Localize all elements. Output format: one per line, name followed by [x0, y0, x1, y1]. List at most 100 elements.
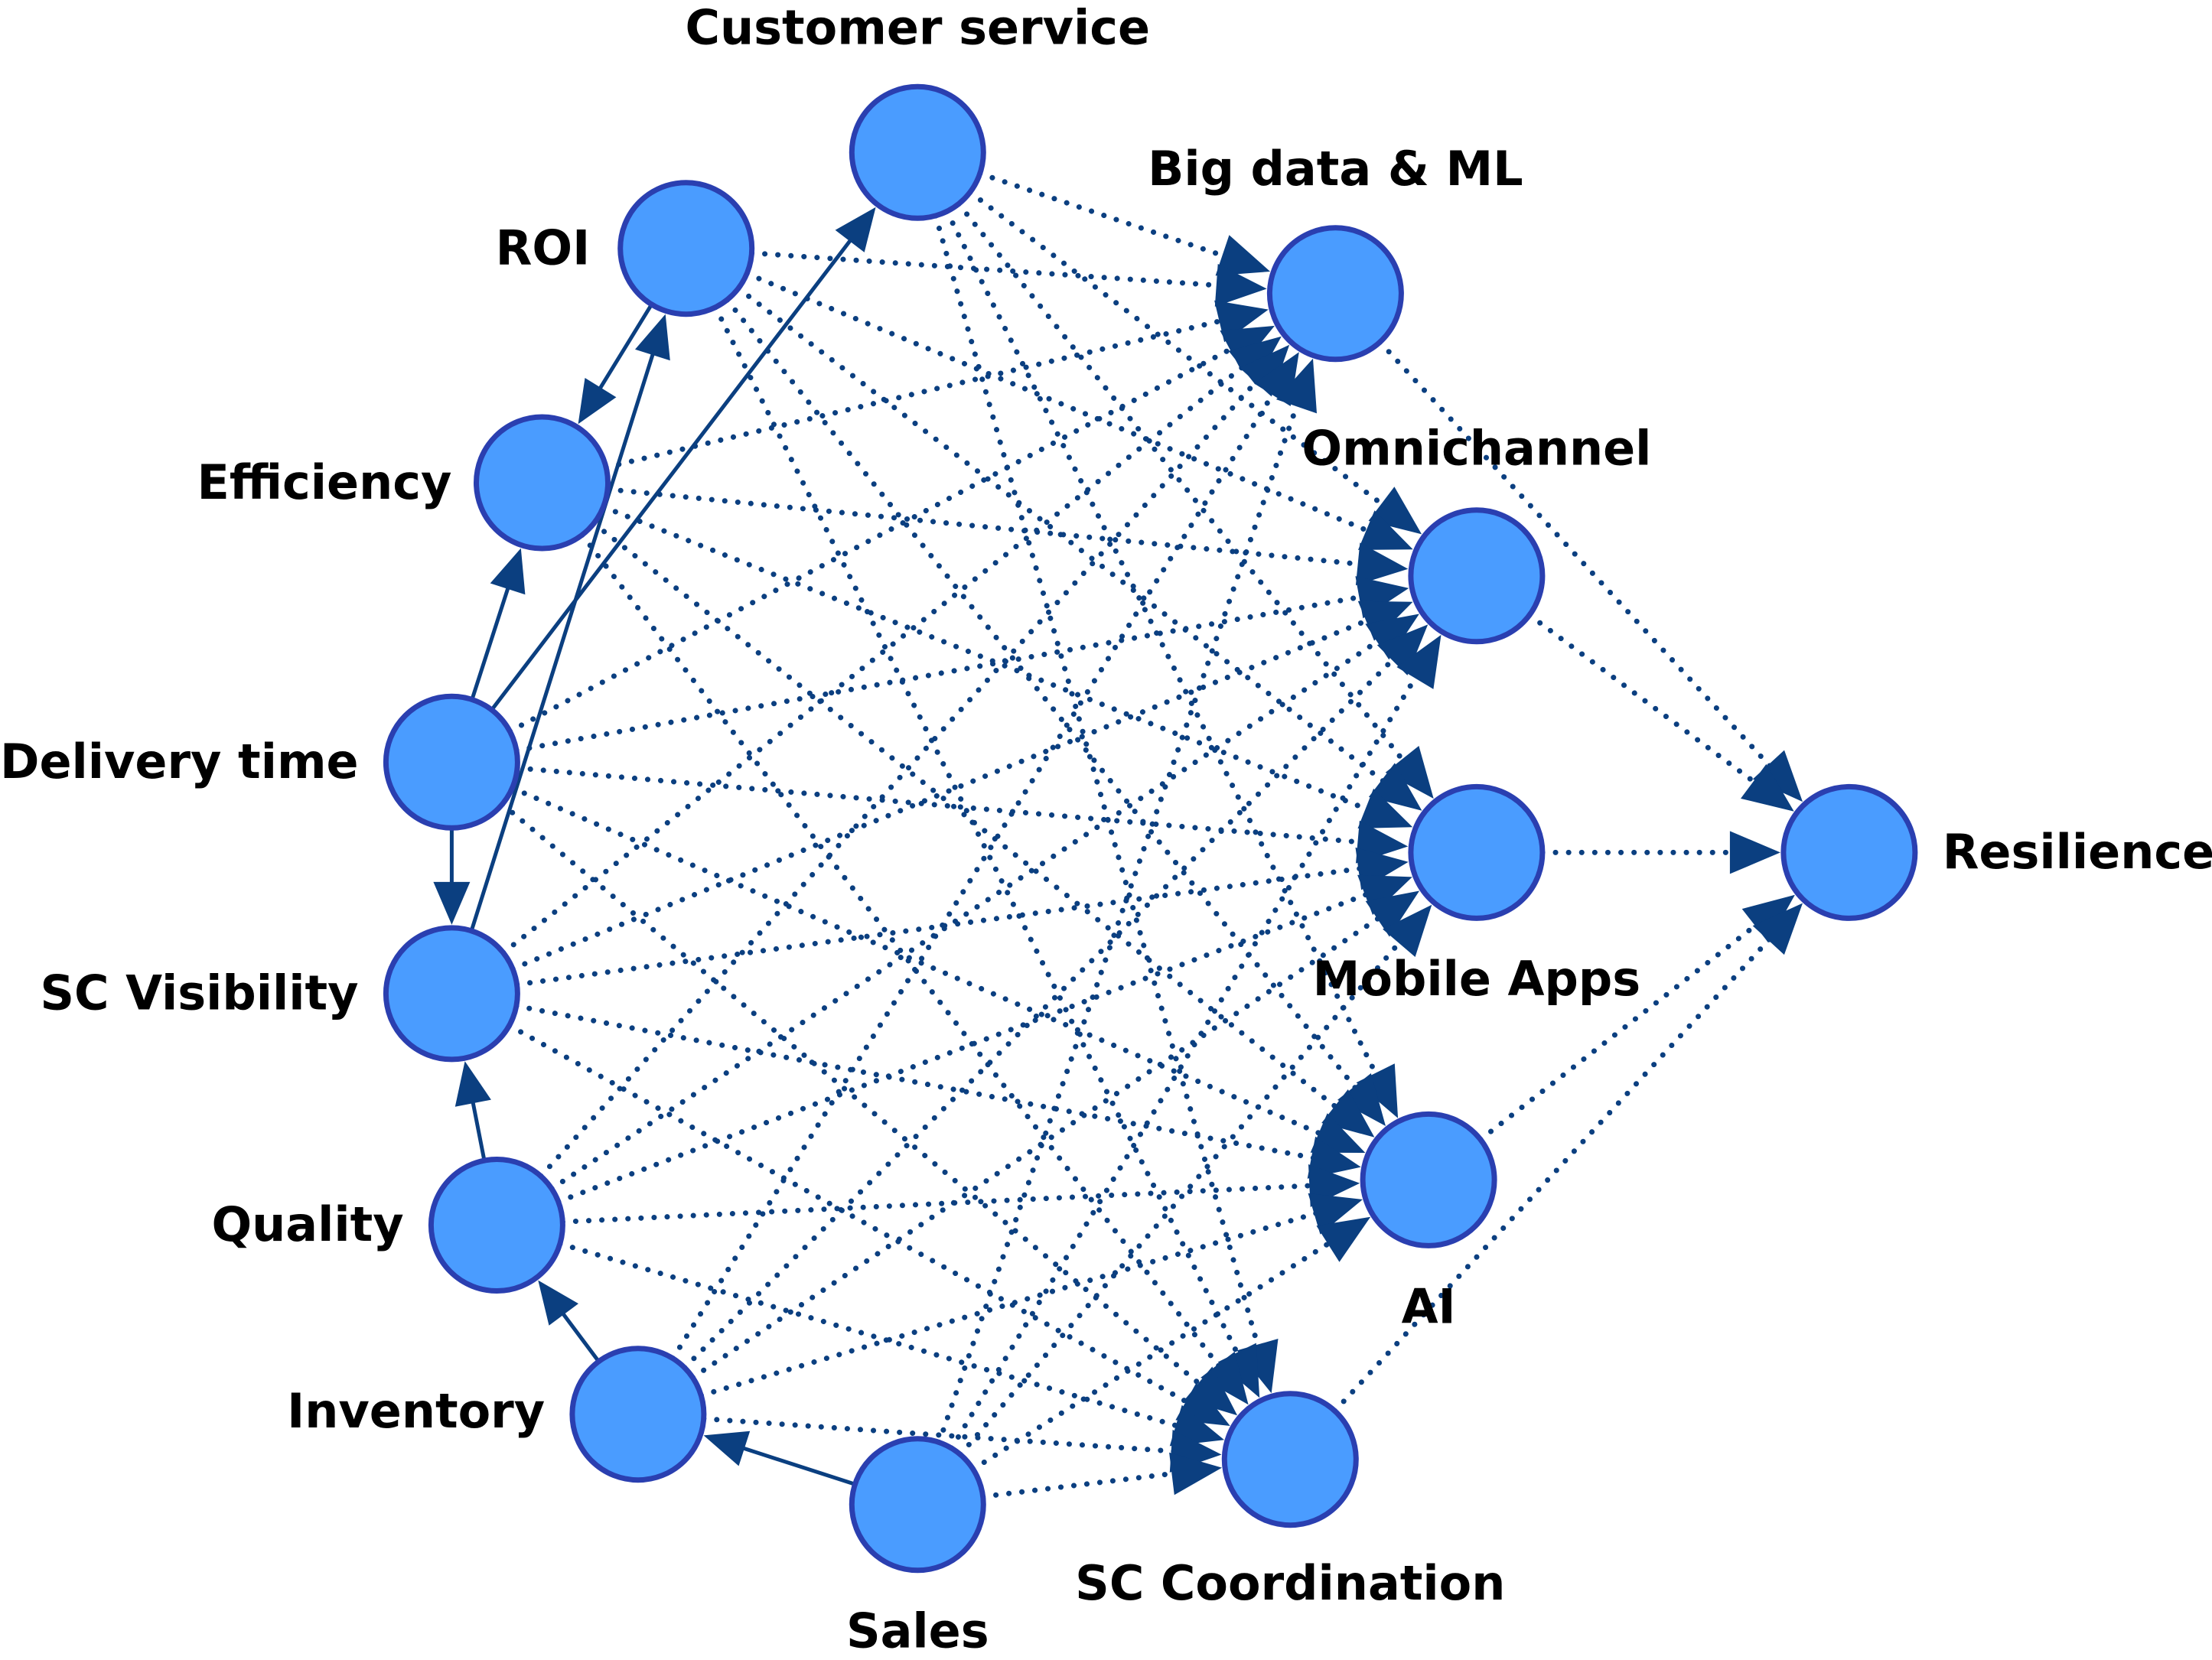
dotted-edge-inventory-to-omnichannel-line — [682, 646, 1406, 1371]
dotted-edge-delivery_time-to-mobile_apps-line — [514, 765, 1376, 846]
node-quality — [428, 1157, 565, 1294]
dotted-edge-quality-to-big_data_ml-line — [538, 368, 1269, 1179]
node-ai — [1360, 1111, 1497, 1248]
solid-edge-delivery_time-to-sc_visibility-arrowhead — [433, 881, 471, 925]
dotted-edge-customer_service-to-big_data_ml-arrowhead — [1215, 235, 1271, 276]
label-delivery-time: Delivery time — [0, 734, 359, 789]
dotted-edge-customer_service-to-ai-arrowhead — [1356, 1063, 1399, 1118]
node-omnichannel — [1408, 507, 1546, 645]
node-resilience — [1780, 783, 1918, 921]
dotted-edge-efficiency-to-mobile_apps-line — [600, 504, 1383, 817]
dotted-edge-sc_visibility-to-big_data_ml-arrowhead — [1228, 336, 1282, 385]
solid-edge-inventory-to-quality-arrowhead — [538, 1280, 578, 1326]
dotted-edge-sales-to-sc_coordination-line — [980, 1469, 1190, 1499]
dotted-edge-sales-to-big_data_ml-line — [936, 389, 1305, 1445]
dotted-edge-big_data_ml-to-resilience-arrowhead — [1752, 750, 1803, 802]
dotted-edge-customer_service-to-mobile_apps-arrowhead — [1385, 746, 1434, 799]
dotted-edge-efficiency-to-sc_coordination-line — [579, 532, 1230, 1380]
solid-edge-roi-to-efficiency-arrowhead — [578, 378, 617, 425]
dotted-edge-inventory-to-sc_coordination-line — [701, 1416, 1189, 1455]
dotted-edge-efficiency-to-omnichannel-line — [604, 487, 1376, 568]
dotted-edge-omnichannel-to-resilience-line — [1526, 612, 1769, 793]
dotted-edge-roi-to-big_data_ml-line — [749, 250, 1234, 289]
dotted-edge-customer_service-to-sc_coordination-line — [933, 213, 1265, 1362]
nodes — [383, 83, 1918, 1574]
solid-edges — [433, 207, 876, 1486]
solid-edge-delivery_time-to-customer_service-arrowhead — [835, 207, 876, 252]
node-sc-coordination — [1221, 1391, 1359, 1528]
label-sc-visibility: SC Visibility — [40, 965, 358, 1021]
dotted-edge-inventory-to-ai-line — [698, 1206, 1332, 1398]
label-sales: Sales — [846, 1603, 989, 1659]
dotted-edge-customer_service-to-omnichannel-line — [967, 189, 1396, 516]
dotted-edge-mobile_apps-to-resilience-arrowhead — [1729, 831, 1780, 874]
label-quality: Quality — [211, 1196, 403, 1252]
dotted-edges — [500, 171, 1803, 1499]
node-sc-visibility — [383, 925, 520, 1063]
dotted-edge-delivery_time-to-sc_coordination-line — [500, 801, 1214, 1396]
label-roi: ROI — [496, 220, 591, 275]
label-sc-coordination: SC Coordination — [1075, 1555, 1505, 1611]
dotted-edge-sc_visibility-to-sc_coordination-line — [507, 1023, 1202, 1412]
label-efficiency: Efficiency — [197, 454, 452, 510]
label-big-data-ml: Big data & ML — [1148, 141, 1523, 197]
solid-edge-roi-to-efficiency-line — [591, 302, 654, 401]
solid-edge-sales-to-inventory-line — [730, 1442, 857, 1486]
dotted-edge-inventory-to-omnichannel-arrowhead — [1376, 624, 1429, 675]
node-big-data-ml — [1266, 225, 1404, 363]
dotted-edge-quality-to-omnichannel-arrowhead — [1365, 614, 1419, 660]
dotted-edge-efficiency-to-ai-line — [591, 520, 1350, 1118]
solid-edge-delivery_time-to-efficiency-line — [470, 574, 514, 701]
dotted-edge-sc_visibility-to-ai-arrowhead — [1307, 1136, 1361, 1179]
dotted-edge-sales-to-mobile_apps-line — [957, 929, 1412, 1457]
dotted-edge-efficiency-to-big_data_ml-line — [603, 314, 1237, 470]
dotted-edge-delivery_time-to-big_data_ml-line — [507, 340, 1246, 734]
dotted-edge-quality-to-omnichannel-line — [549, 630, 1393, 1192]
dotted-edge-ai-to-resilience-line — [1477, 913, 1770, 1143]
dotted-edge-inventory-to-big_data_ml-line — [669, 379, 1283, 1362]
node-efficiency — [474, 414, 611, 552]
label-omnichannel: Omnichannel — [1301, 420, 1651, 476]
dotted-edge-roi-to-omnichannel-arrowhead — [1358, 510, 1413, 550]
dotted-edge-efficiency-to-sc_coordination-arrowhead — [1200, 1351, 1249, 1405]
dotted-edge-roi-to-ai-line — [724, 297, 1367, 1102]
solid-edge-quality-to-sc_visibility-arrowhead — [454, 1061, 491, 1107]
label-inventory: Inventory — [287, 1383, 545, 1439]
dotted-edge-sc_coordination-to-resilience-line — [1332, 926, 1782, 1414]
dotted-edge-inventory-to-mobile_apps-arrowhead — [1365, 890, 1420, 937]
label-ai: AI — [1402, 1278, 1456, 1334]
dotted-edge-omnichannel-to-resilience-arrowhead — [1741, 763, 1794, 812]
dotted-edge-inventory-to-ai-arrowhead — [1308, 1193, 1363, 1235]
dotted-edge-sales-to-mobile_apps-arrowhead — [1383, 904, 1432, 957]
solid-edge-sc_visibility-to-roi-line — [469, 340, 659, 933]
dotted-edge-sc_visibility-to-omnichannel-line — [510, 612, 1383, 972]
dotted-edge-delivery_time-to-ai-line — [510, 785, 1336, 1142]
dotted-edge-sales-to-big_data_ml-arrowhead — [1276, 358, 1317, 414]
dotted-edge-sc_visibility-to-mobile_apps-line — [514, 864, 1376, 988]
dotted-edge-quality-to-ai-line — [559, 1182, 1328, 1225]
solid-edge-sales-to-inventory-arrowhead — [703, 1431, 751, 1466]
node-inventory — [569, 1346, 707, 1483]
node-roi — [617, 180, 755, 317]
node-delivery-time — [383, 693, 520, 831]
dotted-edge-roi-to-big_data_ml-arrowhead — [1214, 264, 1267, 307]
dotted-edge-sc_visibility-to-big_data_ml-line — [500, 355, 1257, 955]
solid-edge-delivery_time-to-efficiency-arrowhead — [490, 548, 526, 595]
label-resilience: Resilience — [1943, 824, 2212, 880]
label-customer-service: Customer service — [686, 0, 1151, 56]
dotted-edge-sales-to-ai-arrowhead — [1316, 1216, 1371, 1262]
node-sales — [849, 1436, 986, 1574]
dotted-edge-roi-to-omnichannel-line — [744, 271, 1383, 539]
dotted-edge-efficiency-to-mobile_apps-arrowhead — [1357, 788, 1413, 828]
node-customer-service — [849, 83, 986, 221]
dotted-edge-roi-to-ai-arrowhead — [1337, 1073, 1386, 1126]
node-mobile-apps — [1408, 783, 1546, 921]
solid-edge-sc_visibility-to-roi-arrowhead — [635, 314, 670, 361]
label-mobile-apps: Mobile Apps — [1313, 951, 1640, 1007]
dotted-edge-sales-to-omnichannel-line — [949, 662, 1426, 1451]
dotted-edge-quality-to-big_data_ml-arrowhead — [1240, 344, 1290, 397]
solid-edge-delivery_time-to-customer_service-line — [490, 229, 860, 712]
